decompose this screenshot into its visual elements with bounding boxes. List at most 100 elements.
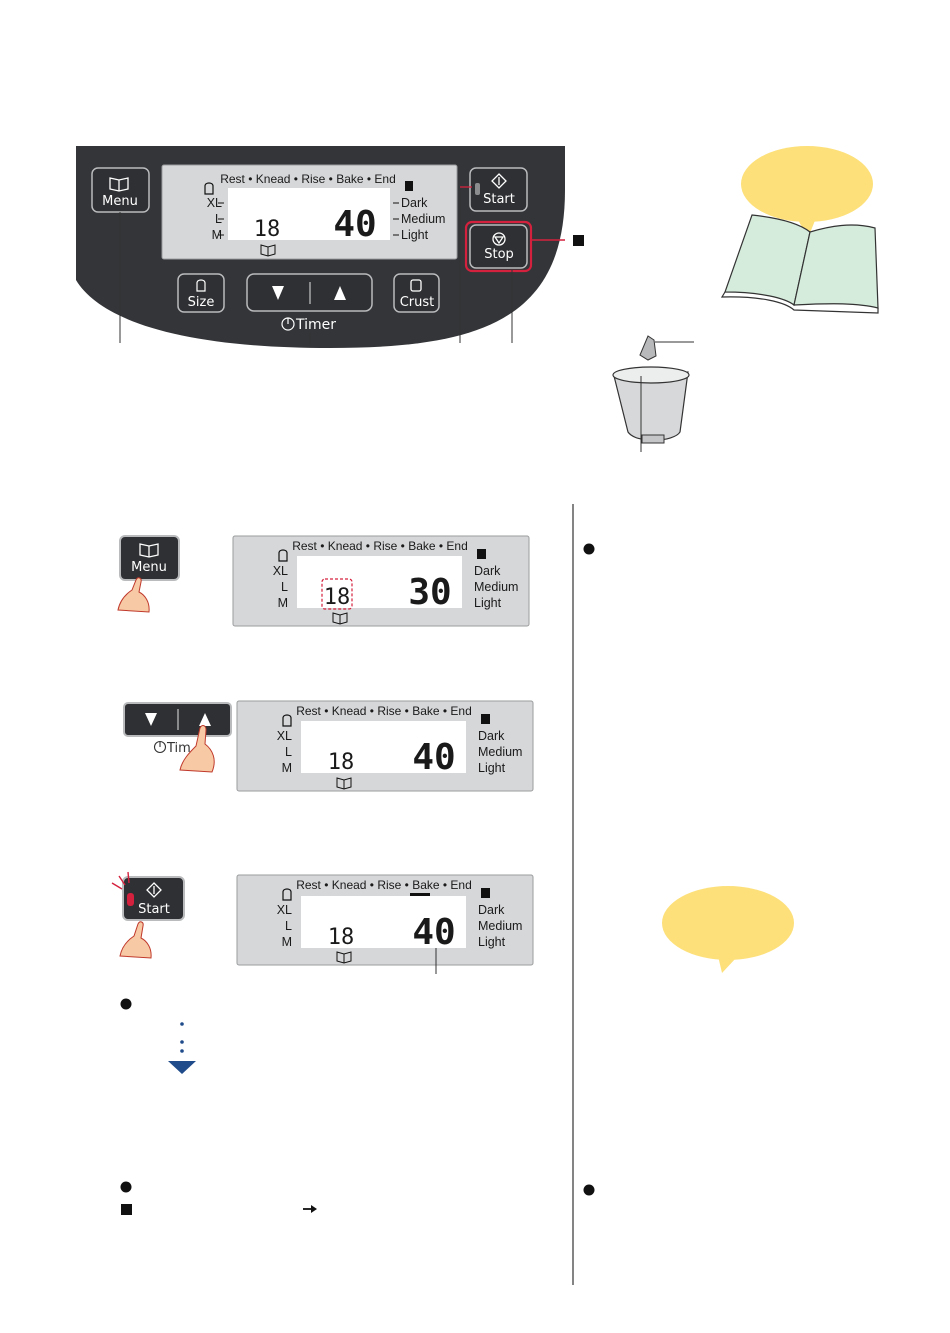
crust-medium: Medium — [478, 919, 522, 933]
menu-number-highlight — [321, 578, 353, 610]
bullet-square — [573, 235, 584, 246]
stop-button[interactable]: Stop — [464, 220, 533, 273]
finger-icon — [119, 921, 152, 959]
down-arrow-icon — [168, 1061, 196, 1074]
lcd-menu-number: 18 — [328, 750, 355, 775]
size-button[interactable]: Size — [177, 273, 225, 313]
menu-button-label: Menu — [131, 560, 167, 575]
size-m: M — [278, 596, 288, 610]
menu-button[interactable]: Menu — [119, 535, 180, 581]
start-button[interactable]: Start — [122, 876, 185, 921]
size-m: M — [282, 935, 292, 949]
step-3-lcd: Rest • Knead • Rise • Bake • End XL L M … — [236, 874, 534, 966]
book-icon — [332, 612, 348, 625]
crust-light: Light — [401, 228, 429, 242]
up-arrow-icon[interactable] — [334, 286, 346, 300]
timer-buttons[interactable] — [246, 273, 373, 312]
stop-button-label: Stop — [484, 247, 514, 262]
manual-book-icon — [720, 214, 879, 314]
crust-dark: Dark — [474, 564, 501, 578]
step-1: Menu Rest • Knead • Rise • Bake • End XL… — [117, 535, 530, 627]
crust-medium: Medium — [401, 212, 445, 226]
step-3: Start Rest • Knead • Rise • Bake • End X… — [111, 871, 534, 974]
book-icon — [139, 543, 159, 558]
loaf-icon — [278, 549, 288, 562]
bullet-dot — [583, 1184, 595, 1196]
bullet-dot — [120, 998, 132, 1010]
timer-label-partial: Tim — [166, 741, 191, 756]
lcd-time-value: 40 — [412, 912, 455, 953]
crust-dark: Dark — [401, 196, 428, 210]
start-button-label: Start — [483, 192, 515, 207]
down-arrow-icon[interactable] — [145, 713, 157, 726]
crust-button[interactable]: Crust — [393, 273, 440, 313]
timer-label: Timer — [295, 317, 336, 333]
size-l: L — [285, 745, 292, 759]
menu-button-label: Menu — [102, 194, 138, 209]
bake-stage-marker — [410, 893, 430, 897]
size-m: M — [212, 228, 222, 242]
start-icon — [491, 173, 507, 189]
crust-icon — [477, 549, 486, 559]
arrow-right-icon — [303, 1205, 317, 1213]
book-icon — [336, 951, 352, 964]
bullet-dot — [120, 1181, 132, 1193]
loaf-icon — [282, 714, 292, 727]
down-arrow-icon[interactable] — [272, 286, 284, 300]
size-l: L — [281, 580, 288, 594]
lcd-menu-number: 18 — [328, 925, 355, 950]
finger-icon — [179, 725, 215, 773]
control-panel-illustration: Menu Rest • Knead • Rise • Bake • End XL… — [76, 146, 879, 452]
lcd-time-value: 40 — [333, 204, 376, 245]
start-indicator-light — [475, 183, 480, 195]
finger-icon — [117, 577, 150, 613]
step-2: Tim Rest • Knead • Rise • Bake • End XL … — [123, 700, 534, 792]
crust-light: Light — [474, 596, 502, 610]
crust-dark: Dark — [478, 903, 505, 917]
crust-medium: Medium — [478, 745, 522, 759]
speech-bubble — [741, 146, 873, 222]
crust-icon — [410, 279, 422, 292]
main-lcd: Rest • Knead • Rise • Bake • End XL L M … — [161, 164, 458, 260]
book-icon — [336, 777, 352, 790]
blink-lines — [111, 871, 130, 890]
loaf-icon — [204, 182, 214, 195]
crust-icon — [405, 181, 413, 191]
crust-light: Light — [478, 761, 506, 775]
size-xl: XL — [277, 903, 292, 917]
speech-bubble — [662, 886, 794, 960]
lcd-stages: Rest • Knead • Rise • Bake • End — [292, 539, 468, 553]
timer-buttons[interactable] — [123, 702, 232, 737]
crust-dark: Dark — [478, 729, 505, 743]
clock-icon — [153, 740, 167, 754]
crust-light: Light — [478, 935, 506, 949]
bullet-square — [121, 1204, 132, 1215]
start-button-label: Start — [138, 902, 170, 917]
kneading-blade-icon — [639, 335, 657, 361]
bullet-dot — [583, 543, 595, 555]
up-arrow-icon[interactable] — [199, 713, 211, 726]
size-button-label: Size — [188, 295, 215, 310]
size-m: M — [282, 761, 292, 775]
crust-medium: Medium — [474, 580, 518, 594]
lcd-stages: Rest • Knead • Rise • Bake • End — [296, 878, 472, 892]
start-button[interactable]: Start — [469, 167, 528, 212]
start-indicator-light — [127, 893, 134, 906]
lcd-menu-number: 18 — [254, 217, 281, 242]
crust-icon — [481, 888, 490, 898]
lcd-stages: Rest • Knead • Rise • Bake • End — [220, 172, 396, 186]
menu-button[interactable]: Menu — [91, 167, 150, 213]
book-icon — [109, 177, 129, 192]
lcd-time-value: 30 — [408, 572, 451, 613]
crust-button-label: Crust — [400, 295, 435, 310]
flow-arrow — [168, 1022, 196, 1074]
lcd-menu-number: 18 — [324, 585, 351, 610]
loaf-icon — [196, 279, 206, 292]
size-xl: XL — [277, 729, 292, 743]
size-l: L — [285, 919, 292, 933]
stop-icon — [492, 232, 506, 246]
bread-pan-icon — [612, 366, 690, 444]
lcd-stages: Rest • Knead • Rise • Bake • End — [296, 704, 472, 718]
step-2-lcd: Rest • Knead • Rise • Bake • End XL L M … — [236, 700, 534, 792]
loaf-icon — [282, 888, 292, 901]
